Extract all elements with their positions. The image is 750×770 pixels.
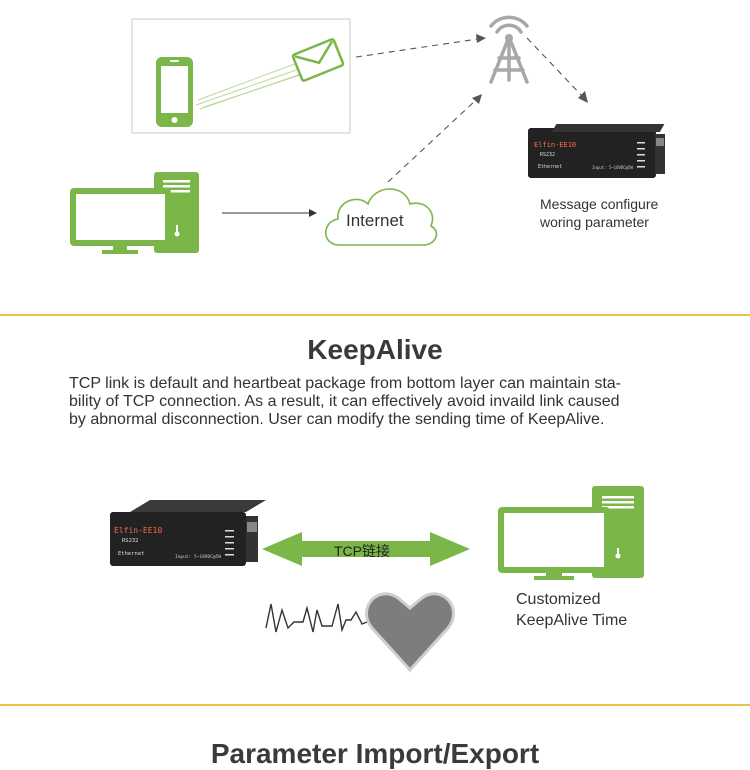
device-input-label: Input: 5~18VDC@5W: [592, 165, 634, 170]
elfin-device-keepalive: Elfin-EE10 RS232 Ethernet Input: 5~18VDC…: [110, 500, 266, 566]
smartphone-icon: [156, 57, 193, 127]
configure-caption-line2: woring parameter: [540, 214, 649, 230]
device-brand-label: Elfin-EE10: [534, 141, 576, 149]
device-port-ethernet: Ethernet: [538, 164, 562, 170]
heartbeat-pulse-line: [265, 603, 373, 633]
keepalive-pc-caption-line2: KeepAlive Time: [516, 612, 628, 629]
cloud-label: Internet: [346, 211, 404, 230]
next-section-title: Parameter Import/Export: [210, 738, 540, 769]
radio-tower-icon: [489, 15, 529, 84]
keepalive-description: TCP link is default and heartbeat packag…: [69, 375, 699, 429]
keepalive-title: KeepAlive: [307, 334, 443, 365]
device-input-label: Input: 5~18VDC@5W: [175, 554, 221, 560]
pc-to-cloud-arrowhead: [309, 209, 317, 217]
motion-lines: [195, 61, 305, 110]
cloud-icon: [324, 188, 438, 246]
device-port-ethernet: Ethernet: [118, 551, 145, 557]
section-divider-2: [0, 704, 750, 706]
top-diagram: Elfin-EE10 RS232 Ethernet Input: 5~18VDC…: [70, 15, 665, 254]
tcp-link-label: TCP链接: [334, 543, 390, 559]
tcp-link-double-arrow: [262, 532, 470, 566]
section-divider-1: [0, 314, 750, 316]
desktop-computer-icon: [498, 486, 644, 580]
envelope-icon: [291, 38, 345, 82]
keepalive-diagram: Elfin-EE10 RS232 Ethernet Input: 5~18VDC…: [110, 486, 644, 673]
keepalive-desc-line1: TCP link is default and heartbeat packag…: [69, 375, 621, 392]
device-brand-label: Elfin-EE10: [114, 526, 162, 535]
arrowheads: [472, 34, 588, 104]
heart-icon: [365, 592, 455, 673]
keepalive-desc-line3: by abnormal disconnection. User can modi…: [69, 411, 605, 428]
desktop-computer-icon: [70, 172, 199, 254]
keepalive-pc-caption-line1: Customized: [516, 591, 601, 608]
elfin-device-top: Elfin-EE10 RS232 Ethernet Input: 5~18VDC…: [528, 124, 665, 178]
configure-caption-line1: Message configure: [540, 196, 659, 212]
device-port-rs232: RS232: [122, 538, 139, 544]
dashed-connector-lines: [355, 37, 584, 183]
device-port-rs232: RS232: [540, 152, 555, 158]
keepalive-desc-line2: bility of TCP connection. As a result, i…: [69, 393, 620, 410]
tower-top-dot: [505, 34, 513, 42]
